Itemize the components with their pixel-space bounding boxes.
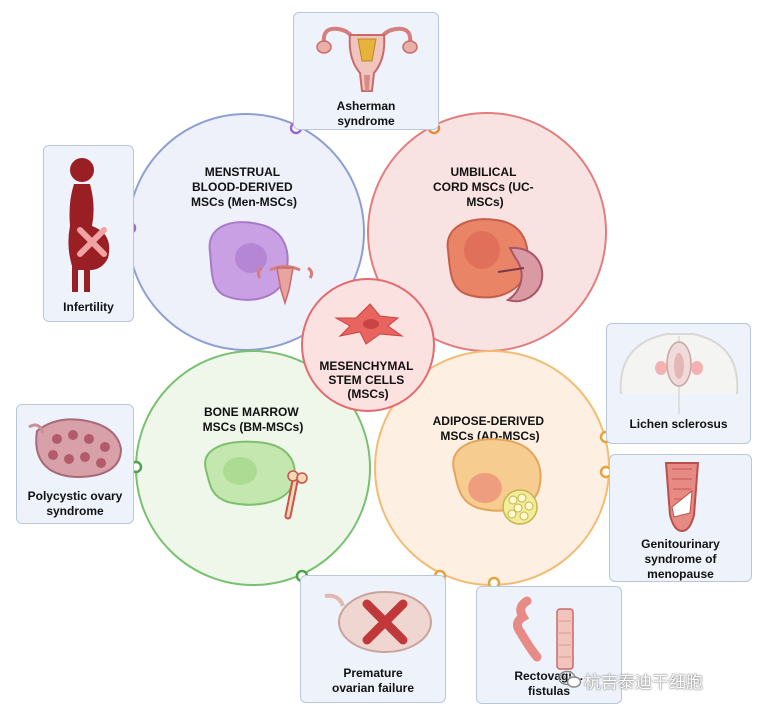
wechat-icon (558, 670, 582, 688)
uterus-icon (316, 26, 418, 92)
menstrual-label: MENSTRUAL BLOOD-DERIVED MSCs (Men-MSCs) (191, 165, 297, 209)
bone-marrow-cell-icon (204, 440, 308, 520)
center-label: MESENCHYMAL STEM CELLS (MSCs) (319, 359, 416, 401)
condition-card-asherman: Asherman syndrome (293, 12, 439, 130)
adipose-label: ADIPOSE-DERIVED MSCs (AD-MSCs) (433, 414, 548, 443)
rectum-icon (513, 596, 574, 670)
condition-label-infertility: Infertility (63, 300, 114, 314)
condition-label-gsm: Genitourinary syndrome of menopause (641, 537, 720, 581)
condition-card-lichen: Lichen sclerosus (606, 323, 751, 444)
condition-label-rectovaginal: Rectovagi… fistulas (514, 669, 584, 698)
center-msc-circle (301, 278, 435, 412)
condition-card-infertility: Infertility (43, 145, 134, 322)
condition-card-poi: Premature ovarian failure (300, 575, 446, 703)
ovary-cross-icon (324, 591, 432, 653)
umbilical-cell-icon (446, 218, 544, 303)
watermark-text: 杭吉泰迪干细胞 (584, 673, 703, 693)
condition-card-gsm: Genitourinary syndrome of menopause (609, 454, 752, 582)
condition-card-pcos: Polycystic ovary syndrome (16, 404, 134, 524)
condition-card-rectovaginal: Rectovagi… fistulas (476, 586, 622, 704)
vulva-icon (619, 333, 739, 414)
pregnant-woman-icon (68, 158, 110, 292)
condition-label-pcos: Polycystic ovary syndrome (27, 489, 123, 518)
condition-label-lichen: Lichen sclerosus (629, 417, 728, 431)
adipose-cell-icon (452, 438, 542, 525)
umbilical-label: UMBILICAL CORD MSCs (UC- MSCs) (433, 165, 537, 209)
vaginal-canal-icon (664, 462, 700, 533)
condition-label-poi: Premature ovarian failure (331, 666, 415, 695)
polycystic-ovary-icon (28, 418, 123, 478)
menstrual-cell-icon (208, 221, 314, 306)
condition-label-asherman: Asherman syndrome (336, 99, 396, 128)
bone-marrow-label: BONE MARROW MSCs (BM-MSCs) (203, 405, 304, 434)
